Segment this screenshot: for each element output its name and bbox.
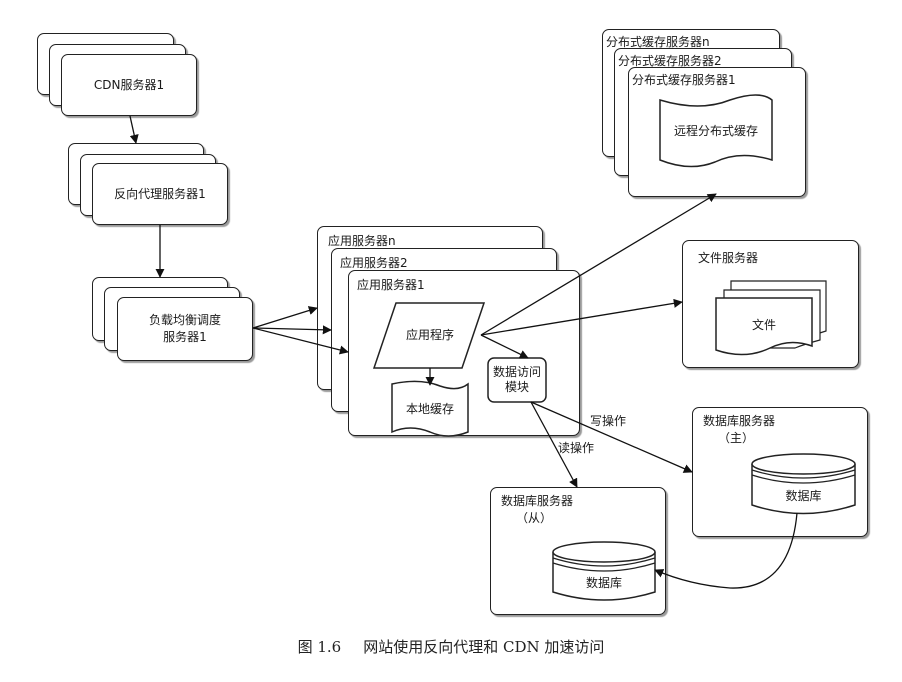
remote-cache: 远程分布式缓存 xyxy=(660,118,772,144)
db-slave-cylinder xyxy=(552,541,656,601)
cdn-server-label: CDN服务器1 xyxy=(93,77,165,92)
distributed-cache-n-label: 分布式缓存服务器n xyxy=(606,35,710,49)
remote-cache-shape xyxy=(659,94,773,168)
figure-caption: 图 1.6 网站使用反向代理和 CDN 加速访问 xyxy=(0,636,902,657)
arrow-app-to-data-access xyxy=(480,334,529,359)
data-access-label-line1: 数据访问 xyxy=(492,365,541,379)
arrow-lb-to-app-2 xyxy=(252,325,332,335)
app-server-1-label: 应用服务器1 xyxy=(357,278,425,292)
app-program: 应用程序 xyxy=(380,318,480,352)
file-server-label: 文件服务器 xyxy=(698,251,759,265)
data-access-label-line2: 模块 xyxy=(504,380,529,394)
db-master-label: 数据库服务器 xyxy=(703,414,776,428)
arrow-cdn-to-proxy xyxy=(129,115,139,144)
db-slave-label: 数据库服务器 xyxy=(501,494,574,508)
distributed-cache-1-label: 分布式缓存服务器1 xyxy=(632,73,736,87)
cdn-server-1: CDN服务器1 xyxy=(61,54,197,116)
db-master-role: （主） xyxy=(718,431,755,445)
reverse-proxy-server-1: 反向代理服务器1 xyxy=(92,163,228,225)
reverse-proxy-label: 反向代理服务器1 xyxy=(114,186,206,201)
read-operation-label: 读操作 xyxy=(558,441,595,455)
data-access-module-shape xyxy=(487,357,547,403)
arrow-replication-master-to-slave xyxy=(654,512,798,589)
app-program-shape xyxy=(372,302,486,369)
arrow-read-from-slave xyxy=(530,401,578,488)
db-slave-content: 数据库 xyxy=(553,573,655,593)
load-balancer-label-line2: 服务器1 xyxy=(163,330,207,344)
data-access-module: 数据访问 模块 xyxy=(488,360,546,400)
db-master-content: 数据库 xyxy=(752,486,855,506)
load-balancer-server-1: 负载均衡调度 服务器1 xyxy=(117,297,253,361)
app-server-2-label: 应用服务器2 xyxy=(340,256,408,270)
load-balancer-label-line1: 负载均衡调度 xyxy=(148,313,221,327)
file-doc-front xyxy=(715,297,813,356)
file-content: 文件 xyxy=(716,312,812,338)
write-operation-label: 写操作 xyxy=(590,414,627,428)
arrow-app-to-file-server xyxy=(480,298,683,336)
db-slave-content-label: 数据库 xyxy=(585,575,622,590)
local-cache: 本地缓存 xyxy=(392,396,468,422)
remote-cache-label: 远程分布式缓存 xyxy=(673,123,758,138)
db-master-cylinder xyxy=(751,453,856,515)
app-program-label: 应用程序 xyxy=(405,327,454,342)
file-content-label: 文件 xyxy=(751,317,776,332)
distributed-cache-2-label: 分布式缓存服务器2 xyxy=(618,54,722,68)
arrow-lb-to-app-n xyxy=(252,306,318,329)
arrow-app-to-distributed-cache xyxy=(480,193,717,336)
figure-number: 图 1.6 xyxy=(297,638,342,656)
arrow-write-to-master xyxy=(530,401,693,473)
figure-caption-text: 网站使用反向代理和 CDN 加速访问 xyxy=(363,638,605,656)
db-slave-role: （从） xyxy=(516,511,553,525)
app-server-n-label: 应用服务器n xyxy=(328,234,396,248)
local-cache-label: 本地缓存 xyxy=(405,401,454,416)
arrow-lb-to-app-1 xyxy=(252,327,349,355)
db-master-content-label: 数据库 xyxy=(785,488,822,503)
